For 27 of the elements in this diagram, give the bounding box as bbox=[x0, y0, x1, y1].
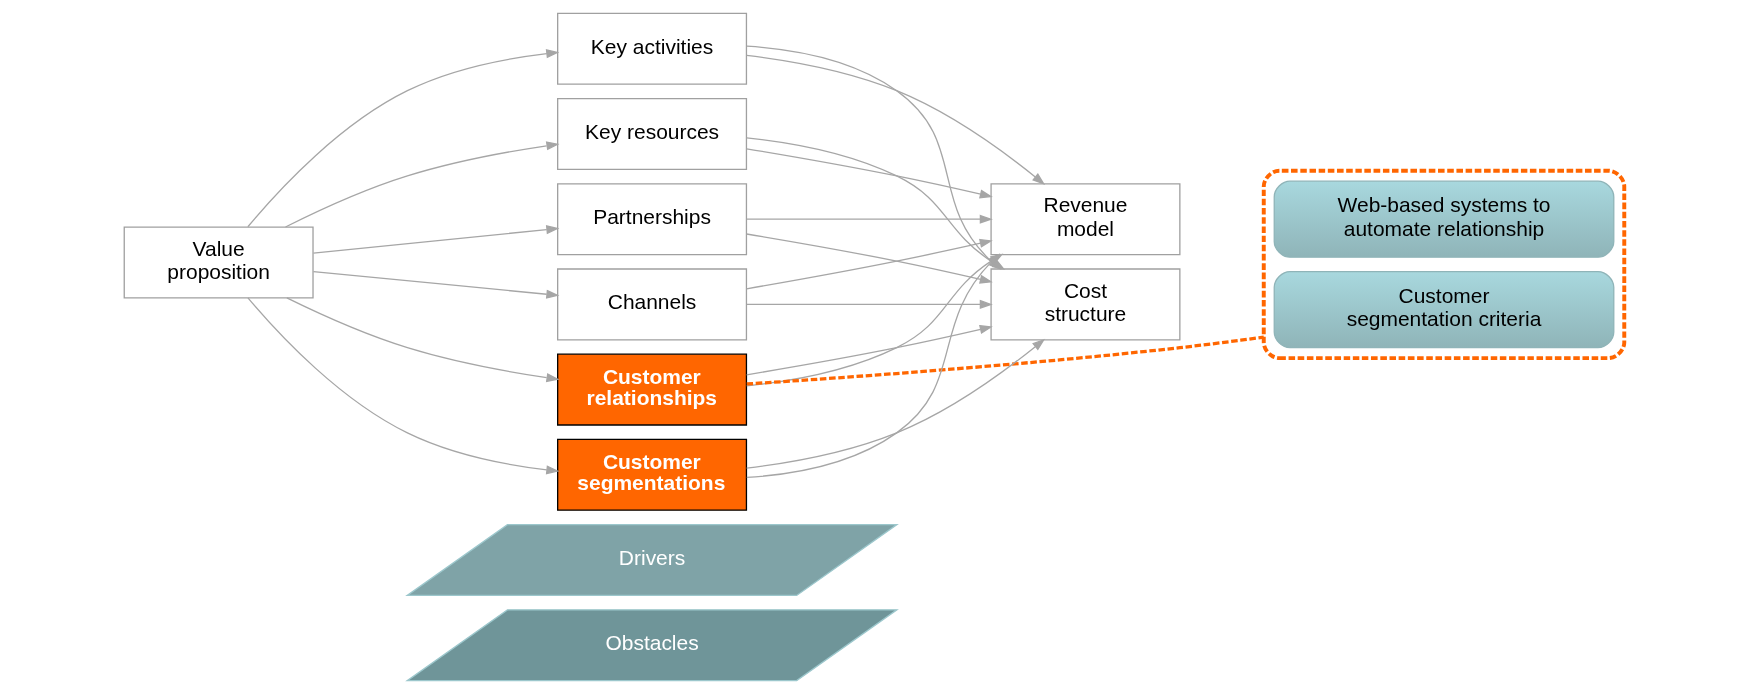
arrow bbox=[745, 233, 993, 284]
connector bbox=[746, 335, 1264, 386]
arrow bbox=[285, 297, 560, 383]
arrow bbox=[745, 238, 993, 290]
arrow bbox=[312, 225, 559, 254]
cluster bbox=[1261, 168, 1626, 361]
arrow bbox=[246, 297, 559, 475]
arrow bbox=[745, 299, 993, 309]
arrow bbox=[745, 338, 1045, 469]
node-box: Partnerships bbox=[556, 183, 747, 256]
node-box: Channels bbox=[556, 268, 747, 341]
arrow bbox=[745, 148, 993, 199]
node-box: Value proposition bbox=[123, 226, 314, 299]
arrow bbox=[284, 141, 559, 228]
node-box: Customer relationships bbox=[556, 353, 747, 426]
arrow bbox=[312, 270, 559, 299]
node-box: Customer segmentations bbox=[556, 438, 747, 511]
node-box: Customer segmentation criteria bbox=[1273, 270, 1614, 349]
arrow bbox=[246, 49, 559, 228]
node-box: Web-based systems to automate relationship bbox=[1273, 180, 1614, 258]
arrow bbox=[745, 54, 1045, 185]
node-box: Revenue model bbox=[989, 183, 1180, 256]
arrow bbox=[745, 325, 993, 376]
node-box: Key activities bbox=[556, 12, 747, 85]
node-box: Cost structure bbox=[989, 268, 1180, 341]
node-box: Key resources bbox=[556, 97, 747, 171]
arrow bbox=[745, 214, 993, 224]
